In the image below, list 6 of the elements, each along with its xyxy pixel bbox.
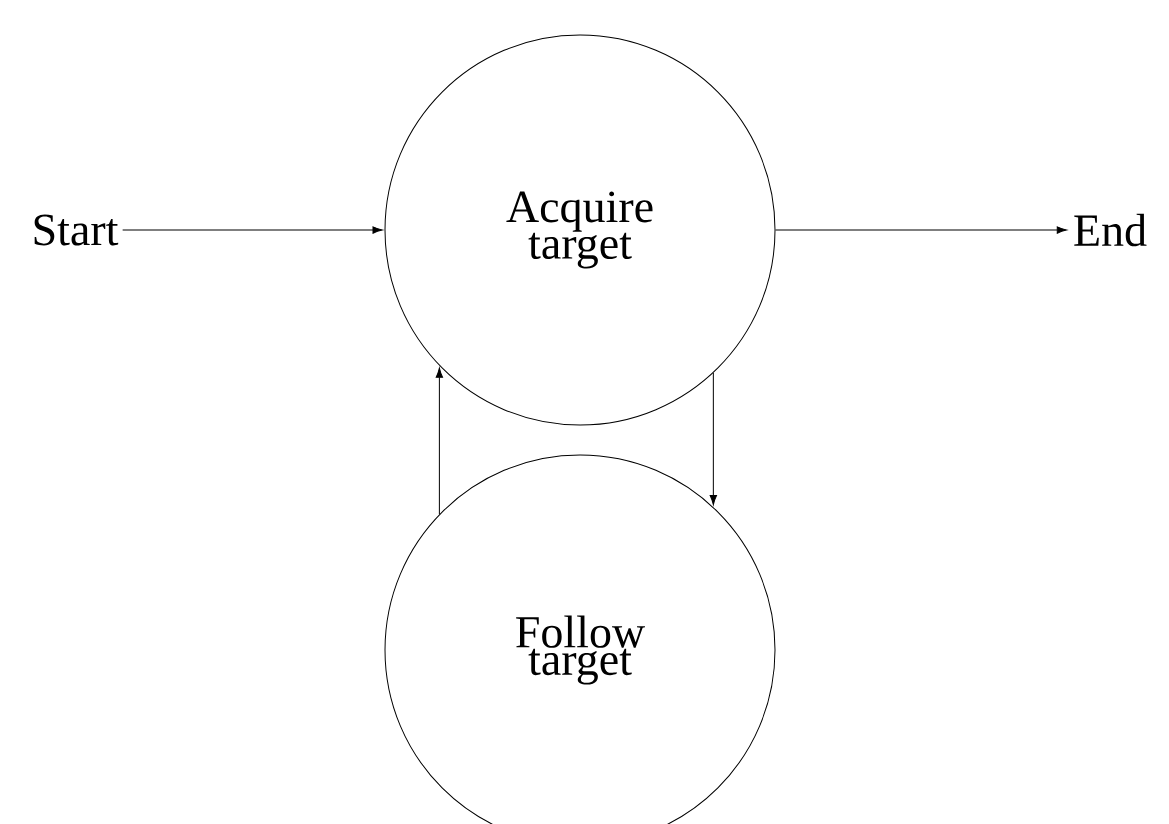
terminal-label: End <box>1074 213 1147 247</box>
arrow <box>435 367 444 515</box>
arrow <box>122 226 383 234</box>
arrow <box>775 226 1067 234</box>
terminal-label: Start <box>34 214 119 246</box>
arrow <box>709 372 717 506</box>
